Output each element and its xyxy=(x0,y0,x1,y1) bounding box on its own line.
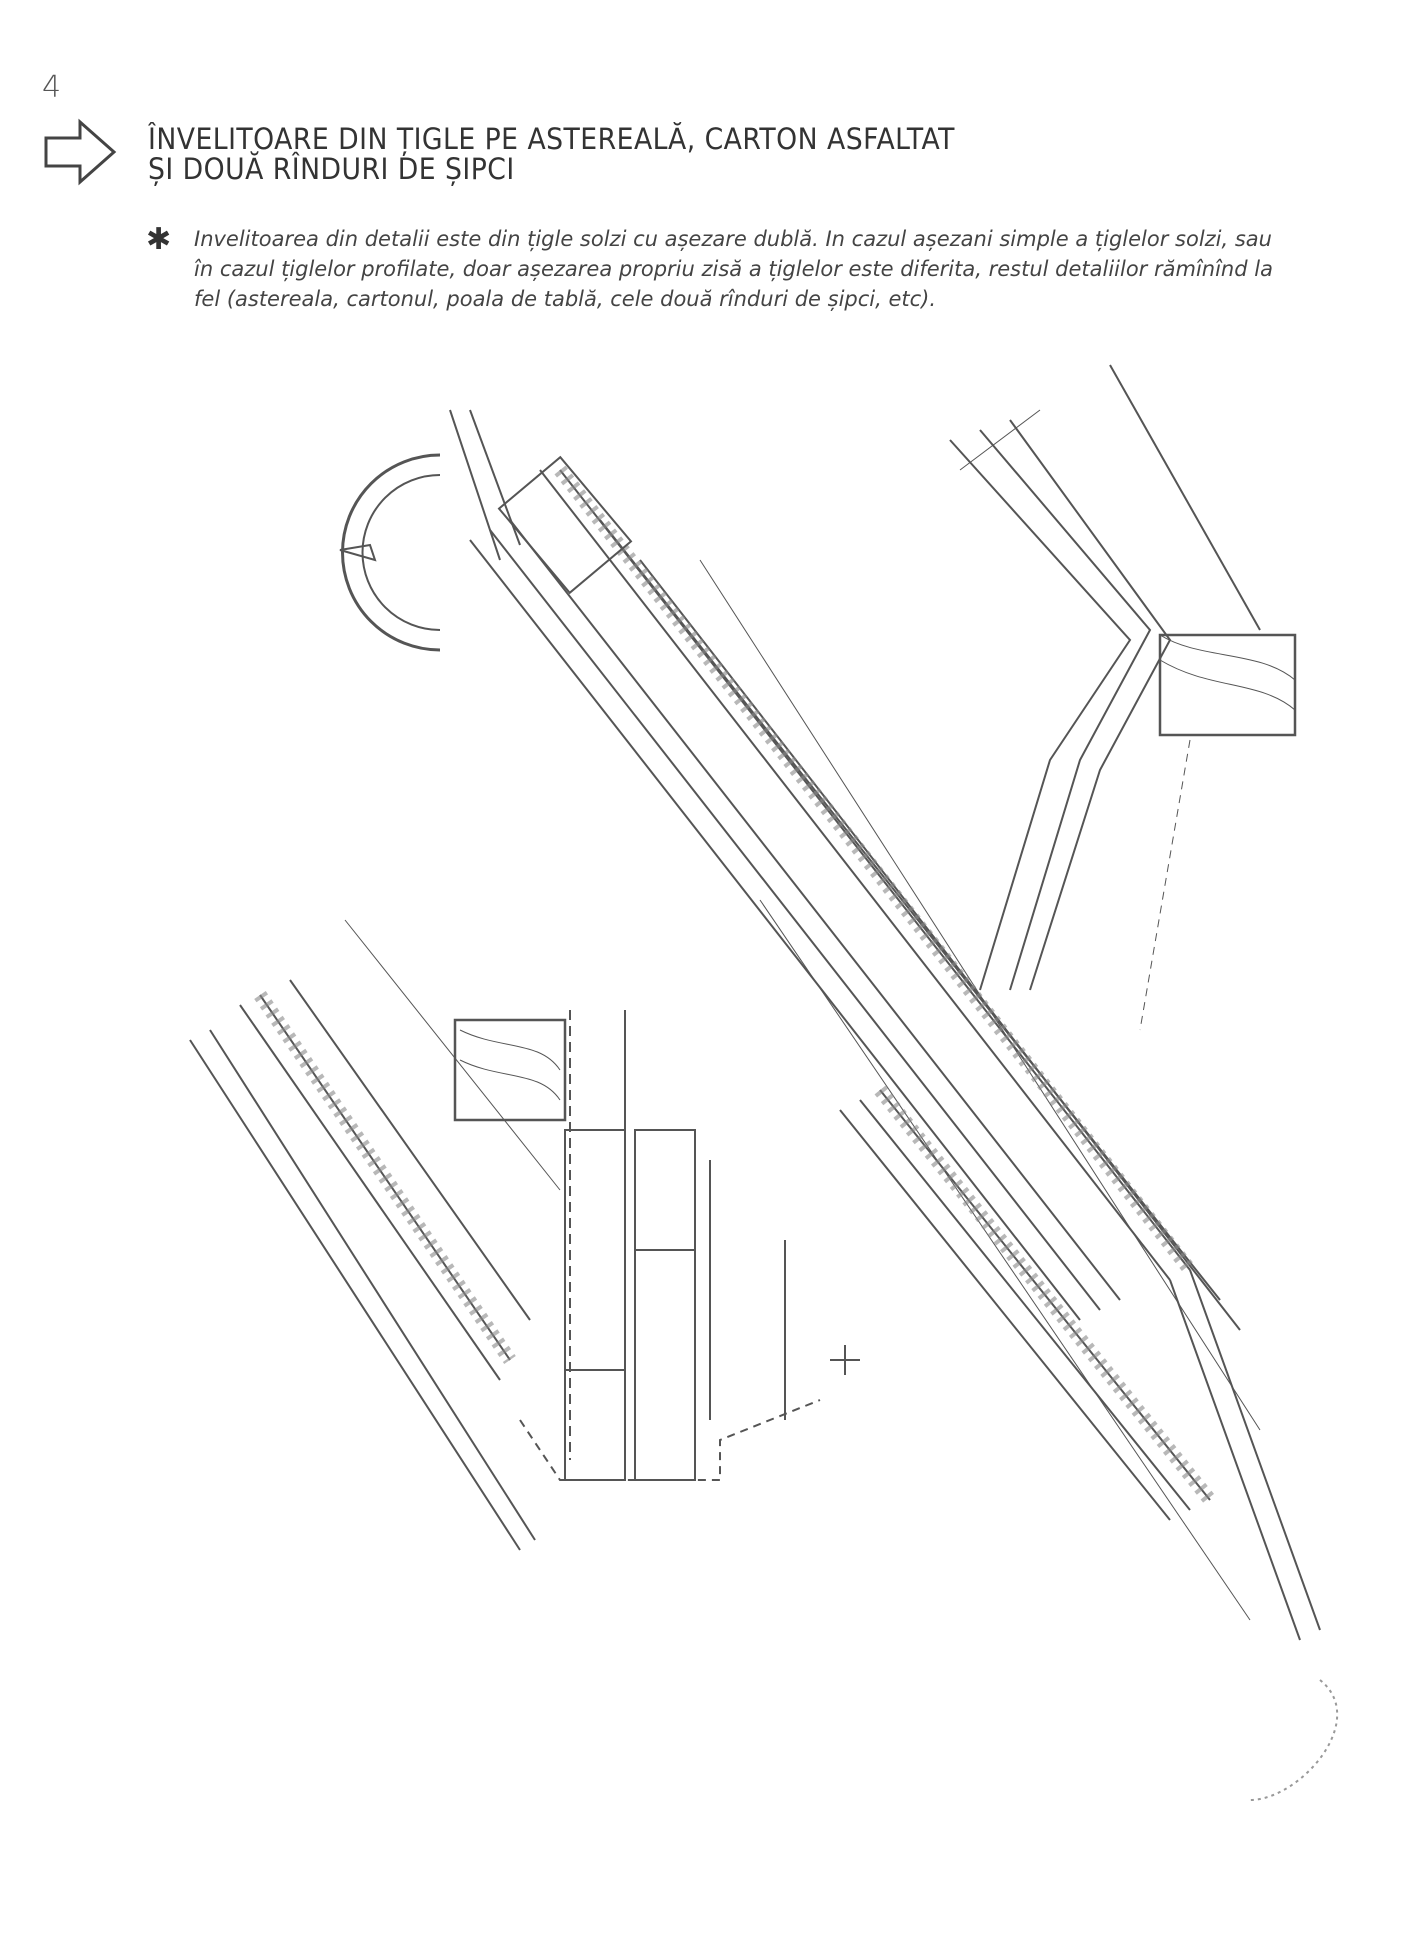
ridge-detail xyxy=(339,409,633,652)
asterisk-icon: ✱ xyxy=(146,222,172,257)
valley-detail xyxy=(949,364,1297,1031)
page-title: ÎNVELITOARE DIN ȚIGLE PE ASTEREALĂ, CART… xyxy=(148,124,955,184)
note-text: Invelitoarea din detalii este din țigle … xyxy=(194,227,1273,311)
page-number: 4 xyxy=(42,70,62,105)
arrow-right-icon xyxy=(44,118,117,186)
title-line-1: ÎNVELITOARE DIN ȚIGLE PE ASTEREALĂ, CART… xyxy=(148,122,955,156)
eave-detail xyxy=(189,919,860,1551)
main-roof-section xyxy=(469,465,1321,1641)
title-line-2: ȘI DOUĂ RÎNDURI DE ȘIPCI xyxy=(148,152,515,186)
